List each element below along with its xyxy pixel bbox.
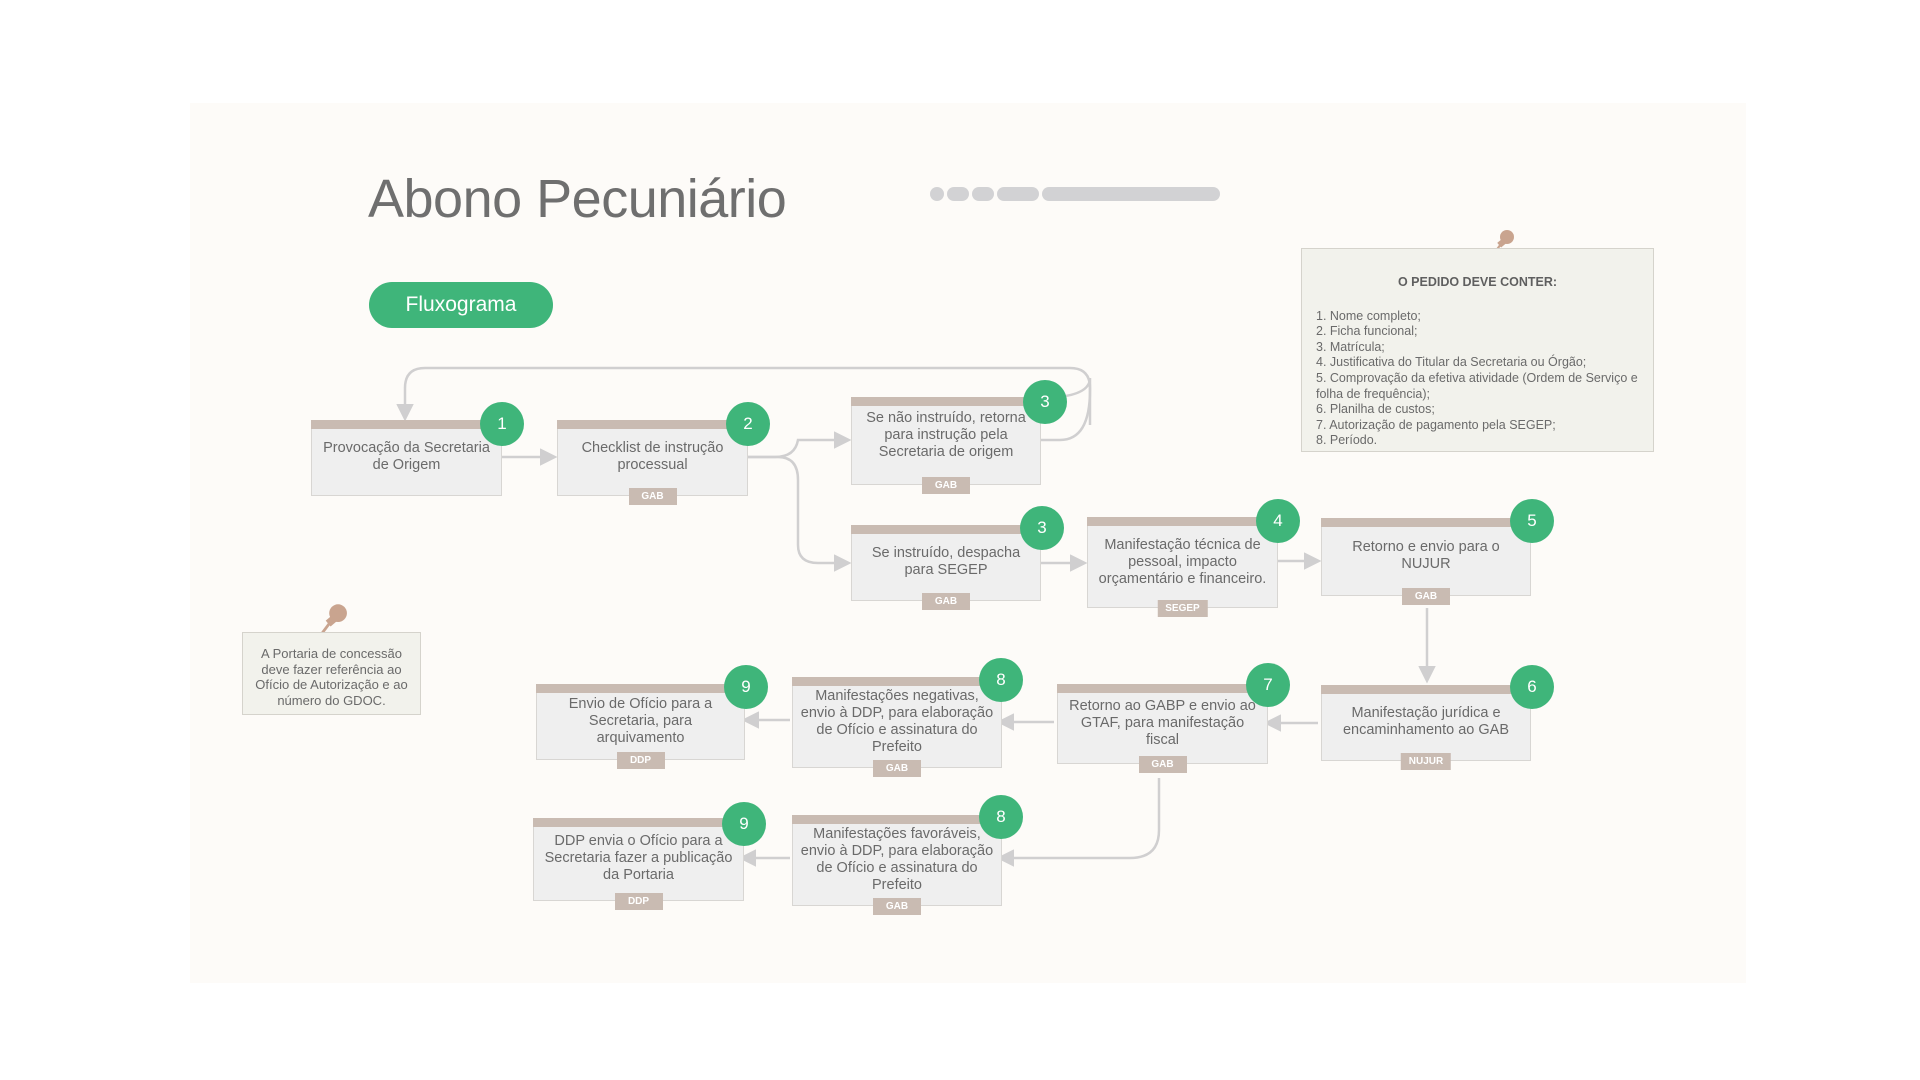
step-5-tag: GAB	[1402, 588, 1450, 605]
step-9a-tag: DDP	[616, 752, 665, 769]
step-7-box: Retorno ao GABP e envio ao GTAF, para ma…	[1057, 684, 1268, 773]
step-3b-text: Se instruído, despacha para SEGEP	[871, 545, 1021, 578]
step-5-text: Retorno e envio para o NUJUR	[1352, 539, 1500, 572]
requirements-list: 1. Nome completo; 2. Ficha funcional; 3.…	[1316, 309, 1639, 449]
connector-2-3b	[748, 455, 852, 572]
progress-indicator	[930, 187, 1220, 201]
step-4-badge: 4	[1256, 499, 1300, 543]
requirement-item: 8. Período.	[1316, 433, 1378, 448]
step-3a-text: Se não instruído, retorna para instrução…	[866, 409, 1026, 460]
connector-loop-top	[396, 366, 1092, 425]
step-3a-badge: 3	[1023, 380, 1067, 424]
step-3b-tag: GAB	[922, 593, 970, 610]
step-4-text: Manifestação técnica de pessoal, impacto…	[1098, 536, 1267, 587]
step-6-badge: 6	[1510, 665, 1554, 709]
step-9b-tag: DDP	[614, 893, 663, 910]
step-8a-tag: GAB	[873, 760, 921, 777]
step-7-text: Retorno ao GABP e envio ao GTAF, para ma…	[1069, 697, 1256, 748]
step-6-text: Manifestação jurídica e encaminhamento a…	[1342, 705, 1510, 738]
step-3a-box: Se não instruído, retorna para instrução…	[851, 397, 1041, 494]
step-9a-box: Envio de Ofício para a Secretaria, para …	[536, 684, 745, 769]
connector-7-8b	[996, 778, 1161, 867]
step-9b-badge: 9	[722, 802, 766, 846]
requirement-item: 1. Nome completo;	[1316, 308, 1421, 323]
page-title: Abono Pecuniário	[368, 169, 787, 229]
step-5-box: Retorno e envio para o NUJUR GAB	[1321, 518, 1531, 605]
step-8b-badge: 8	[979, 795, 1023, 839]
step-9b-text: DDP envia o Ofício para a Secretaria faz…	[544, 833, 733, 883]
step-9b-box: DDP envia o Ofício para a Secretaria faz…	[533, 818, 744, 910]
requirement-item: 7. Autorização de pagamento pela SEGEP;	[1316, 417, 1556, 432]
step-1-text: Provocação da Secretaria de Origem	[323, 440, 490, 473]
step-8b-box: Manifestações favoráveis, envio à DDP, p…	[792, 815, 1002, 915]
step-3b-badge: 3	[1020, 506, 1064, 550]
step-1-badge: 1	[480, 402, 524, 446]
step-4-box: Manifestação técnica de pessoal, impacto…	[1087, 517, 1278, 617]
step-2-text: Checklist de instrução processual	[581, 440, 724, 473]
step-3a-tag: GAB	[922, 477, 970, 494]
step-4-tag: SEGEP	[1157, 600, 1208, 617]
step-8b-text: Manifestações favoráveis, envio à DDP, p…	[800, 826, 994, 893]
step-8a-badge: 8	[979, 658, 1023, 702]
step-6-tag: NUJUR	[1400, 753, 1452, 770]
step-2-box: Checklist de instrução processual GAB	[557, 420, 748, 505]
step-2-tag: GAB	[628, 488, 677, 505]
step-7-tag: GAB	[1138, 756, 1187, 773]
step-1-box: Provocação da Secretaria de Origem	[311, 420, 502, 496]
step-8b-tag: GAB	[873, 898, 921, 915]
step-9a-text: Envio de Ofício para a Secretaria, para …	[568, 695, 713, 746]
step-2-badge: 2	[726, 402, 770, 446]
flowchart-pill: Fluxograma	[369, 282, 553, 328]
step-9a-badge: 9	[724, 665, 768, 709]
requirement-item: 6. Planilha de custos;	[1316, 402, 1435, 417]
requirements-note: O PEDIDO DEVE CONTER: 1. Nome completo; …	[1301, 248, 1654, 452]
portaria-note: A Portaria de concessão deve fazer refer…	[242, 632, 421, 715]
step-8a-text: Manifestações negativas, envio à DDP, pa…	[800, 688, 994, 755]
step-3b-box: Se instruído, despacha para SEGEP GAB	[851, 525, 1041, 610]
step-5-badge: 5	[1510, 499, 1554, 543]
step-6-box: Manifestação jurídica e encaminhamento a…	[1321, 685, 1531, 770]
requirement-item: 5. Comprovação da efetiva atividade (Ord…	[1316, 370, 1638, 401]
requirement-item: 4. Justificativa do Titular da Secretari…	[1316, 355, 1587, 370]
requirement-item: 3. Matrícula;	[1316, 339, 1385, 354]
requirement-item: 2. Ficha funcional;	[1316, 324, 1418, 339]
requirements-title: O PEDIDO DEVE CONTER:	[1397, 275, 1558, 289]
connector-2-3a	[748, 431, 852, 459]
step-8a-box: Manifestações negativas, envio à DDP, pa…	[792, 677, 1002, 777]
step-7-badge: 7	[1246, 663, 1290, 707]
